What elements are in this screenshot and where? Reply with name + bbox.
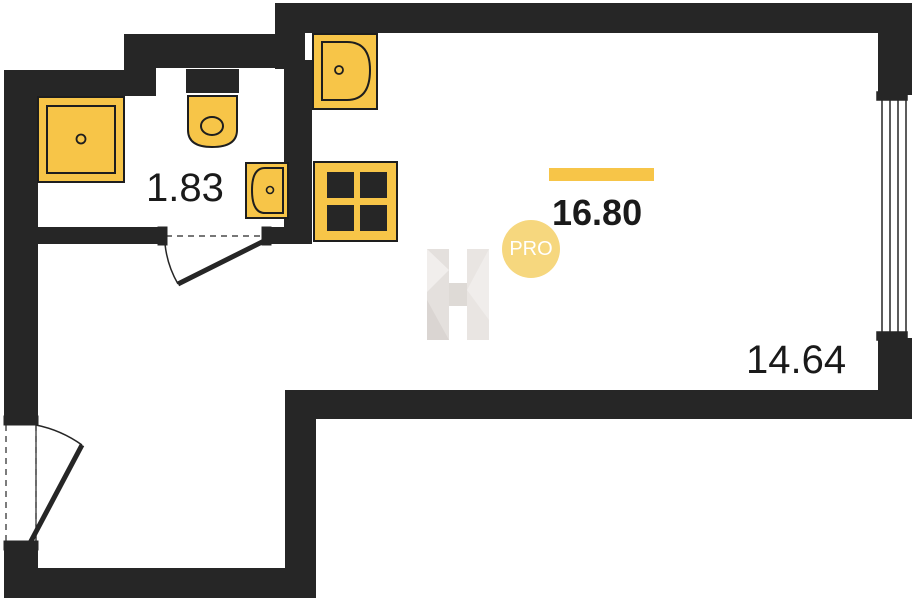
wall-right-bottom — [878, 338, 912, 419]
entrance-door — [3, 415, 85, 551]
bathroom-sink — [245, 162, 289, 219]
shower-tray — [37, 96, 125, 183]
room-area-label: 14.64 — [746, 338, 847, 382]
total-area-bar — [549, 168, 654, 181]
window-right — [876, 91, 908, 341]
pro-badge: PRO — [502, 220, 560, 278]
kitchen-sink — [312, 33, 378, 110]
toilet — [186, 69, 239, 149]
walls — [4, 3, 912, 598]
wall-top-main — [275, 3, 912, 33]
cooktop — [313, 161, 398, 242]
wall-bath-bottom-left — [36, 227, 164, 244]
h-watermark-logo — [427, 249, 489, 340]
wall-left — [4, 70, 38, 418]
wall-right-top — [878, 3, 912, 95]
wall-inner-vertical — [285, 390, 316, 598]
wall-room-bottom — [285, 390, 912, 419]
wall-bottom — [4, 568, 316, 598]
bathroom-door — [157, 226, 272, 287]
total-area-label: 16.80 — [552, 192, 643, 233]
bathroom-area-label: 1.83 — [146, 166, 224, 210]
wall-bath-bottom-right — [266, 227, 312, 244]
